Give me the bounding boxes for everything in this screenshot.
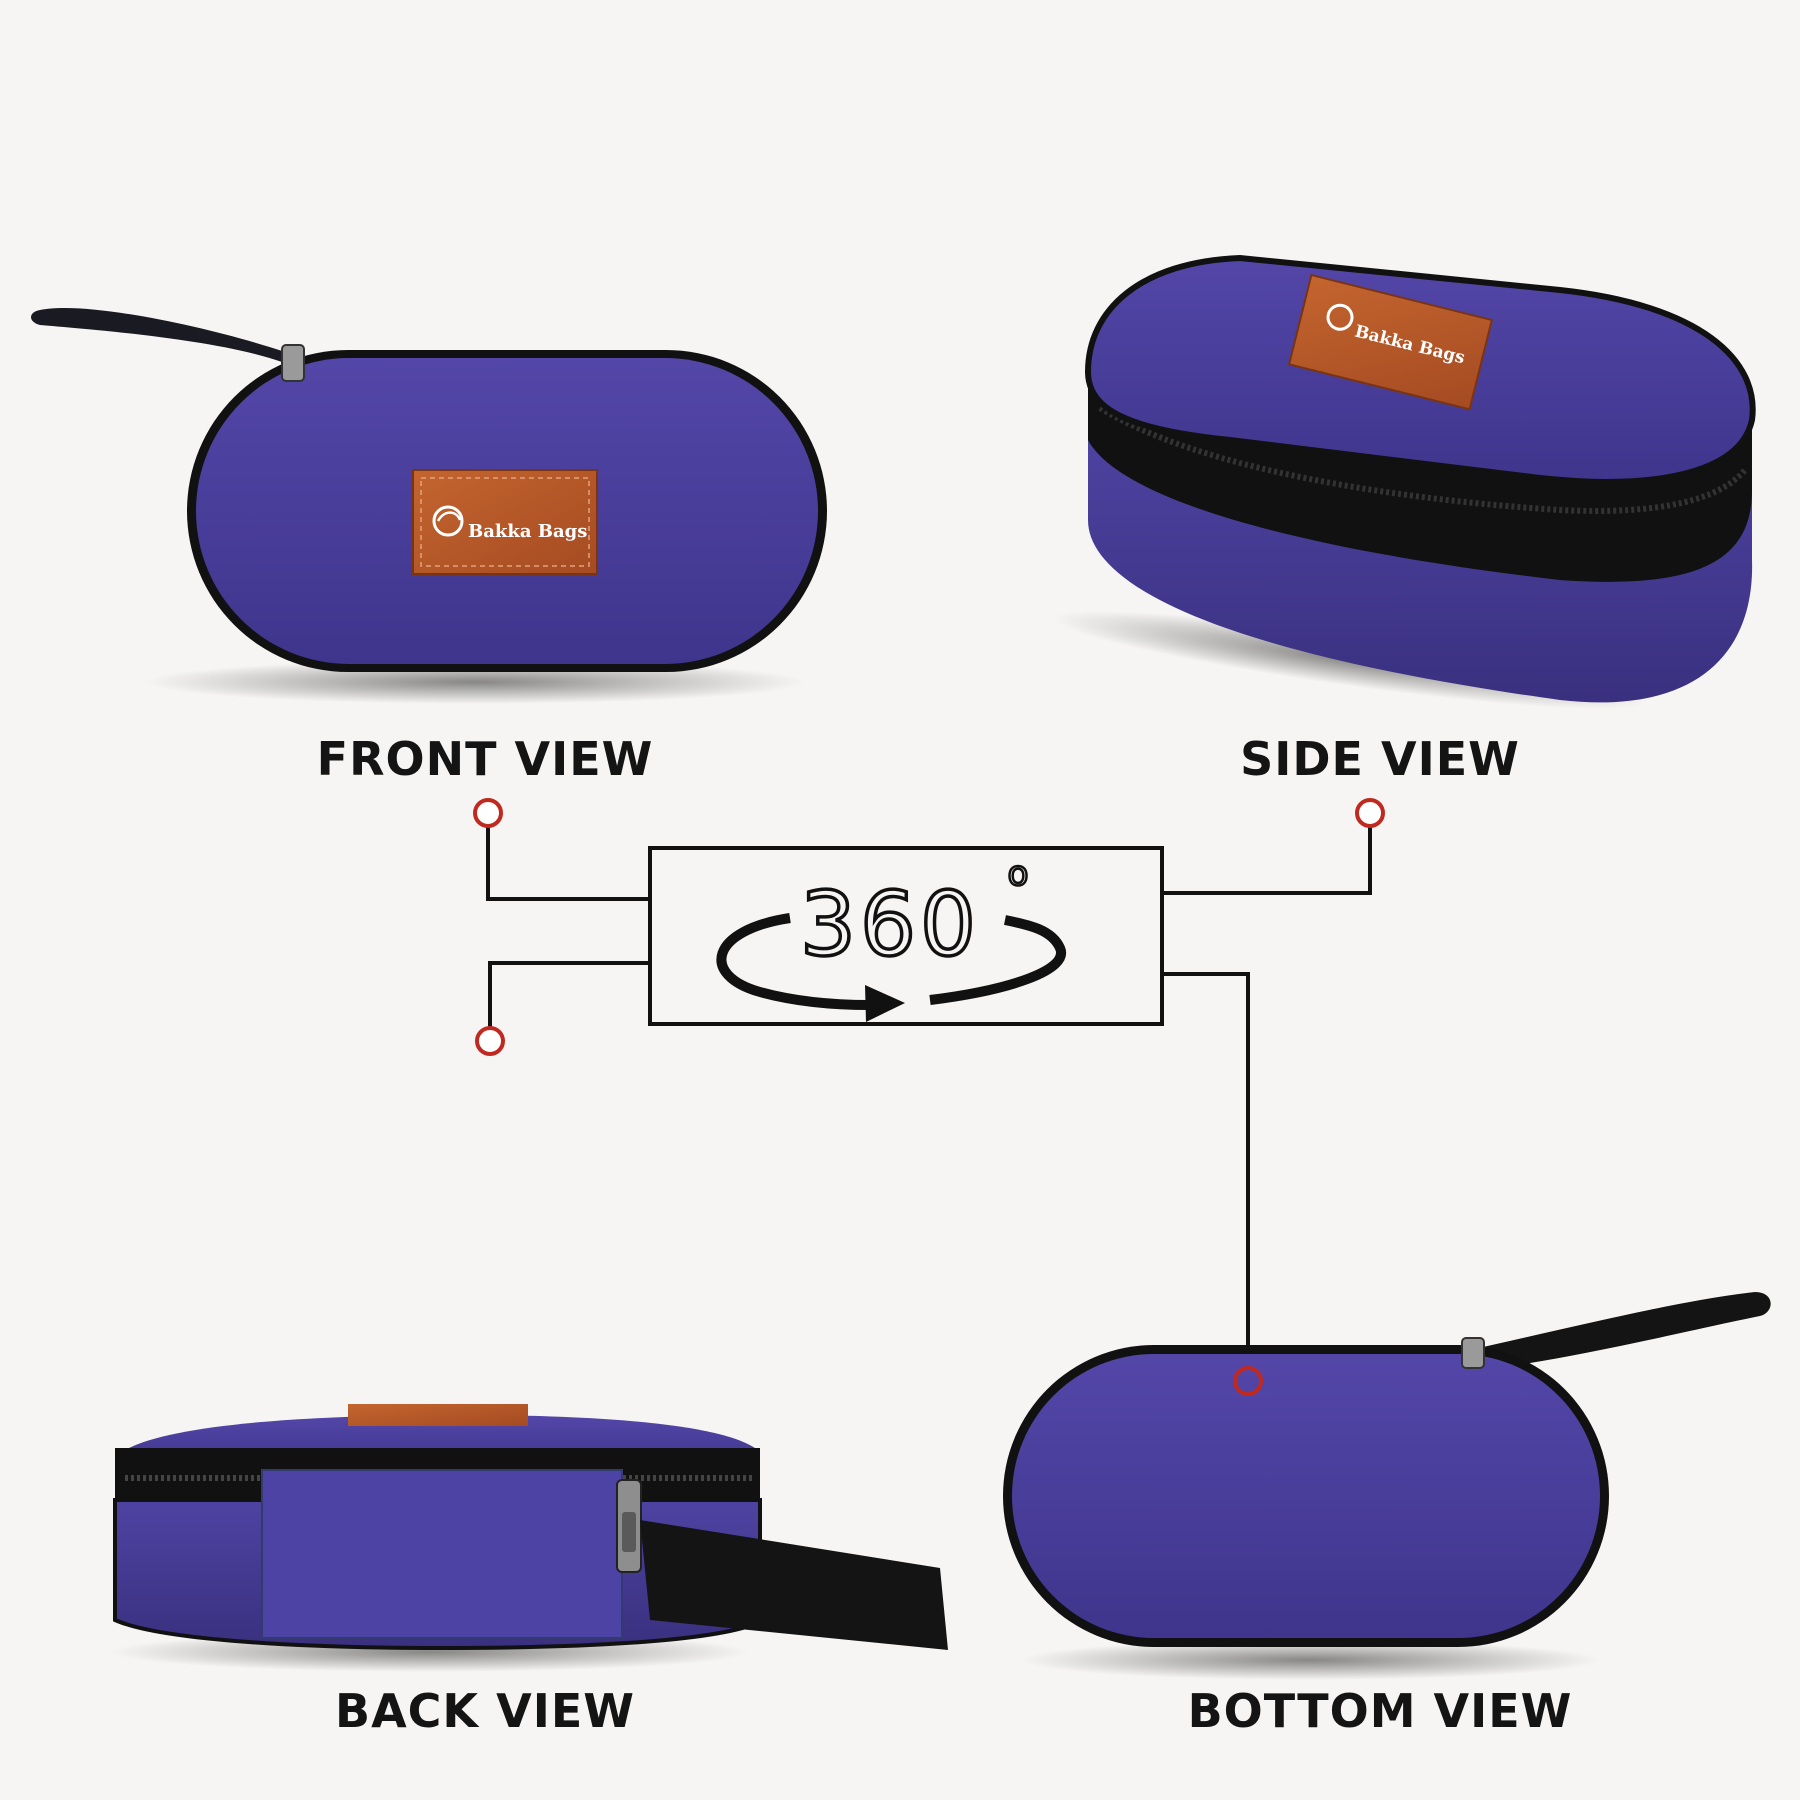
- front-marker-icon: [473, 798, 503, 828]
- bottom-bag-strap: [1470, 1292, 1771, 1370]
- side-bag-zipper-band: [1088, 372, 1752, 582]
- front-view-label: FRONT VIEW: [316, 732, 654, 786]
- bottom-marker-icon: [1233, 1366, 1263, 1396]
- back-bag-leather-tab: [348, 1404, 528, 1426]
- back-view-bag: [110, 1404, 948, 1672]
- bottom-bag-zipper-icon: [1461, 1337, 1485, 1369]
- front-view-bag: Bakka Bags: [31, 308, 827, 704]
- rotate-arrow-right: [929, 915, 1066, 1005]
- side-view-label: SIDE VIEW: [1240, 732, 1520, 786]
- bottom-bag-body: [1012, 1354, 1600, 1638]
- degree-symbol-text: o: [1008, 854, 1029, 894]
- back-view-label: BACK VIEW: [335, 1684, 635, 1738]
- rotate-value-text: 360: [800, 873, 980, 976]
- connector-markers: [473, 798, 1385, 1056]
- side-connector-line: [1162, 813, 1372, 895]
- front-patch-brand-text: Bakka Bags: [468, 521, 587, 542]
- side-bag-leather-patch: Bakka Bags: [1287, 273, 1494, 411]
- side-marker-icon: [1355, 798, 1385, 828]
- back-marker-icon: [475, 1026, 505, 1056]
- connector-diagram: [486, 813, 1372, 1368]
- front-connector-line: [486, 813, 650, 901]
- center-badge-box: [648, 846, 1164, 1026]
- side-view-bag: Bakka Bags: [1052, 254, 1756, 710]
- rotate-arrowhead-icon: [865, 985, 905, 1022]
- bottom-view-bag: [1003, 1292, 1771, 1680]
- front-bag-zipper-icon: [281, 344, 305, 382]
- rotate-arrow-left: [716, 913, 871, 1010]
- brand-logo-icon: [432, 505, 464, 537]
- bottom-connector-line: [1162, 972, 1250, 1368]
- bottom-view-label: BOTTOM VIEW: [1187, 1684, 1573, 1738]
- bottom-bag-shadow: [1020, 1640, 1600, 1680]
- front-bag-leather-patch: Bakka Bags: [412, 469, 598, 575]
- rotate-360-icon: 360 o: [716, 853, 1066, 1022]
- front-bag-strap: [31, 308, 285, 362]
- back-connector-line: [488, 961, 650, 1028]
- brand-logo-icon: [1326, 303, 1354, 331]
- back-bag-pocket: [261, 1469, 623, 1639]
- back-bag-strap: [640, 1520, 948, 1650]
